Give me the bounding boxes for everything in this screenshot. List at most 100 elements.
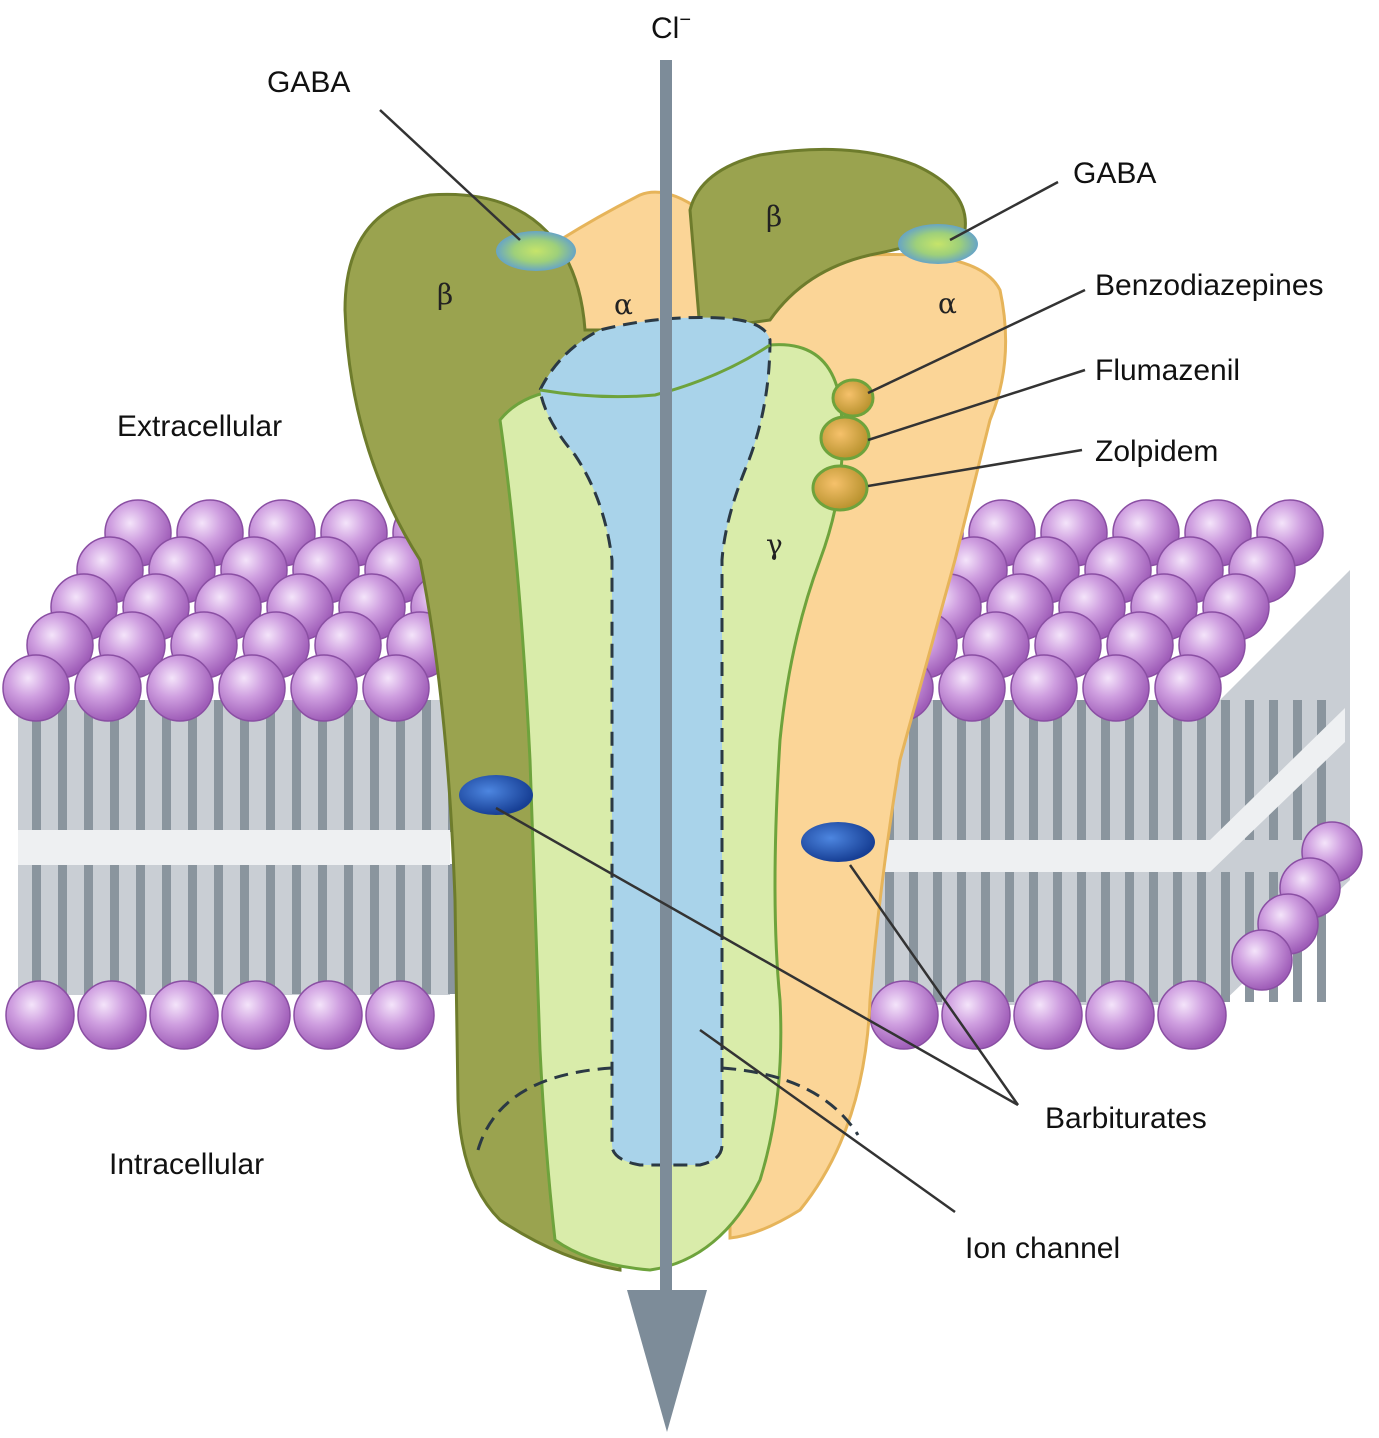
lipid-tail [110,864,119,994]
lipid-tail [933,872,942,1002]
leader-gaba-left [379,109,521,241]
lipid-head [1013,980,1083,1050]
lipid-tail [1077,872,1086,1002]
receptor-complex [343,147,1008,1272]
lipid-tail [110,700,119,832]
subunit-labels: β α β α γ [437,200,957,561]
lipid-head [293,980,363,1050]
lipid-head [365,980,435,1050]
lipid-tail [58,864,67,994]
lipid-head [149,980,219,1050]
lipid-tail [188,700,197,832]
lipid-tail [1245,700,1254,840]
lipid-tail [957,700,966,840]
lipid-tail [188,864,197,994]
lipid-tail [1197,872,1206,1002]
lipid-head [1154,654,1222,722]
lipid-tail [981,700,990,840]
extracellular-label: Extracellular [117,410,282,443]
lipid-tail [1125,872,1134,1002]
lipid-head [941,980,1011,1050]
lipid-head [362,654,430,722]
gaba-label-right: GABA [1073,157,1156,190]
lipid-tail [1101,700,1110,840]
benzodiazepine-site-icon [831,378,875,418]
lipid-tail [32,700,41,832]
lipid-head [5,980,75,1050]
lipid-tail [1101,872,1110,1002]
lipid-tail [1005,872,1014,1002]
ion-label: Cl− [651,9,691,45]
ion-channel-label: Ion channel [965,1232,1120,1265]
lipid-tail [370,864,379,994]
lipid-tail [84,864,93,994]
barbiturates-label: Barbiturates [1045,1102,1207,1135]
lipid-head [77,980,147,1050]
subunit-beta-left: β [437,278,453,311]
lipid-head [1082,654,1150,722]
lipid-tail [32,864,41,994]
lipid-tail [214,700,223,832]
lipid-head [74,654,142,722]
lipid-head [1231,929,1293,991]
gaba-site-right-icon [898,224,978,264]
lipid-head [218,654,286,722]
membrane-midplane-left [18,830,450,865]
lipid-tail [885,872,894,1002]
barbiturate-site-right-icon [801,822,875,862]
lipid-tail [266,864,275,994]
subunit-beta-right: β [766,200,782,233]
lipid-tail [1221,700,1230,840]
lipid-tail [396,864,405,994]
lipid-tail [909,872,918,1002]
lipid-tail [957,872,966,1002]
lipid-tail [344,700,353,832]
lipid-tail [136,700,145,832]
subunit-gamma: γ [766,528,783,561]
lipid-tail [909,700,918,840]
barbiturate-site-left-icon [459,775,533,815]
arrow-shaft [660,60,672,1295]
callout-labels: Cl− GABA GABA Benzodiazepines Flumazenil… [109,9,1324,1265]
leader-flumazenil [867,368,1086,442]
lipid-tail [1173,872,1182,1002]
lipid-head [2,654,70,722]
lipid-head [1010,654,1078,722]
lipid-head [221,980,291,1050]
lipid-heads-bottom [5,821,1363,1050]
lipid-tail [1221,872,1230,1002]
lipid-tail [1053,872,1062,1002]
lipid-tail [1317,700,1326,840]
lipid-tail [1269,700,1278,840]
chloride-flow-arrow [627,60,707,1432]
lipid-tail [58,700,67,832]
lipid-head [1157,980,1227,1050]
arrow-head-icon [627,1290,707,1432]
lipid-head [146,654,214,722]
lipid-tail [422,700,431,832]
lipid-tail [981,872,990,1002]
lipid-tail [266,700,275,832]
ion-channel-pore [538,316,772,1167]
flumazenil-site-icon [819,415,871,461]
leader-benzodiazepines [867,288,1086,395]
binding-sites [459,224,978,862]
lipid-tail [84,700,93,832]
leader-zolpidem [867,448,1083,488]
lipid-tail [318,700,327,832]
lipid-tail [292,864,301,994]
lipid-tail [1317,872,1326,1002]
zolpidem-label: Zolpidem [1095,435,1218,468]
ion-symbol: Cl [651,12,679,45]
ion-charge: − [679,9,691,31]
lipid-tail [1053,700,1062,840]
gaba-label-left: GABA [267,66,350,99]
lipid-tail [1029,872,1038,1002]
leader-barbiturates-left [495,806,1019,1107]
lipid-tail [240,864,249,994]
lipid-head [938,654,1006,722]
lipid-tail [162,864,171,994]
lipid-tail [344,864,353,994]
leader-barbiturates-right [848,864,1020,1106]
